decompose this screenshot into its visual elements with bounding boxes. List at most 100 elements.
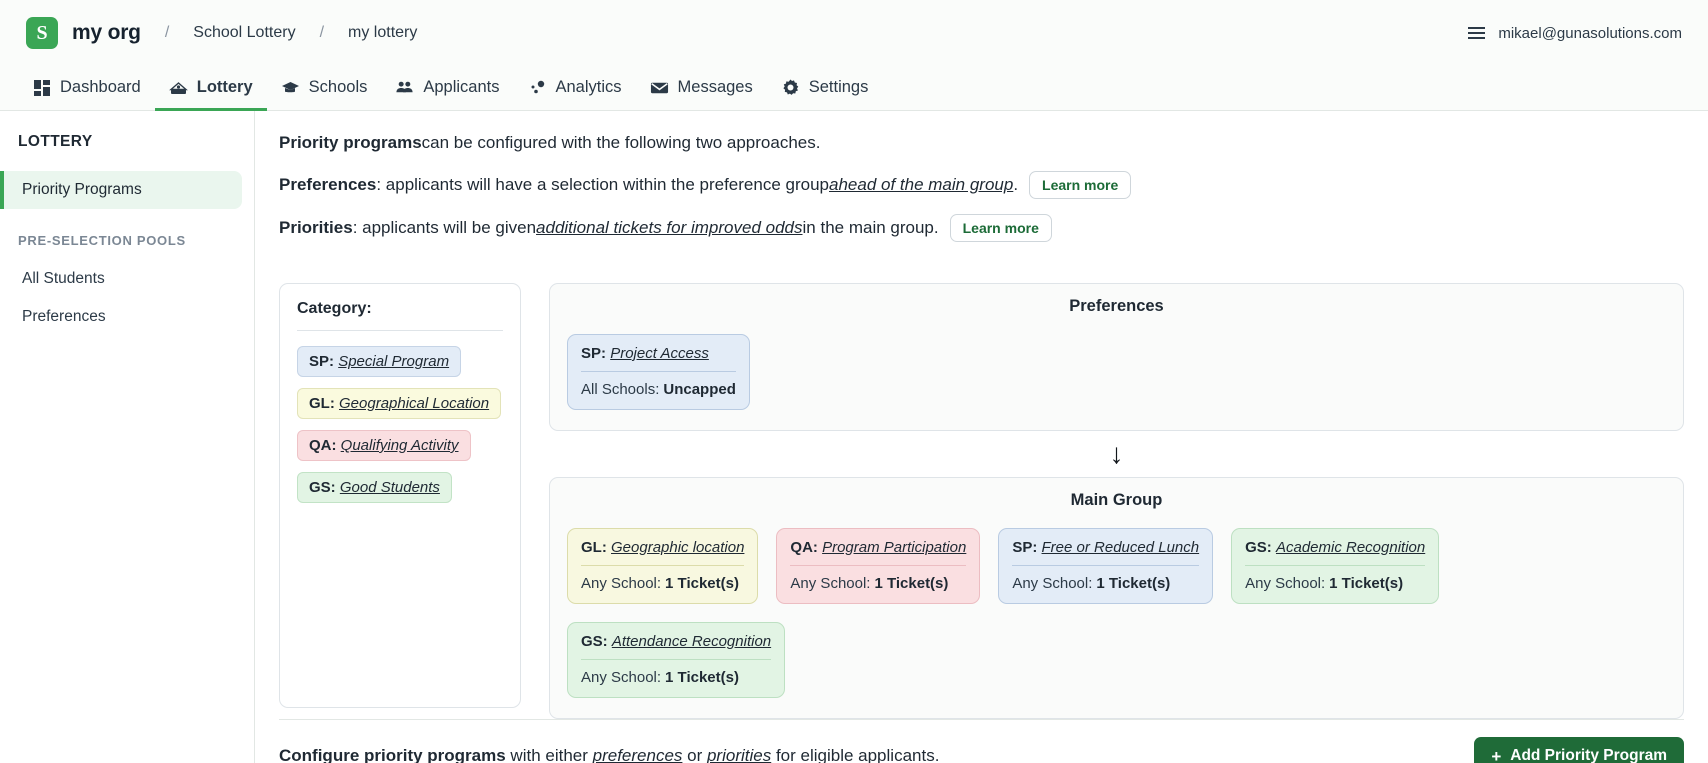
program-card-project-access[interactable]: SP: Project Access All Schools:Uncapped [567,334,750,410]
program-card-head: GL: Geographic location [581,539,744,556]
program-card-foot: Any School:1 Ticket(s) [581,669,771,686]
group-flow-column: Preferences SP: Project Access All Schoo… [549,283,1684,719]
brand-breadcrumb: S my org / School Lottery / my lottery [26,17,417,49]
sidebar-subtitle-pools: PRE-SELECTION POOLS [18,233,186,248]
footer-divider [279,719,1684,720]
footer-end: for eligible applicants. [771,746,940,763]
program-card-code: GL: [581,539,607,556]
nav-item-messages[interactable]: Messages [636,67,767,111]
nav-item-applicants[interactable]: Applicants [381,67,513,111]
footer-bold: Configure priority programs [279,746,506,763]
program-card-code: QA: [790,539,818,556]
nav-label-settings: Settings [808,78,869,96]
category-legend-panel: Category: SP: Special Program GL: Geogra… [279,283,521,708]
program-card-scope-label: Any School: [1012,575,1093,592]
intro-line-1-bold: Priority programs [279,133,422,152]
priority-diagram: Category: SP: Special Program GL: Geogra… [279,283,1684,719]
flow-arrow-row: ↓ [549,431,1684,477]
category-legend-title: Category: [297,300,372,317]
nav-item-settings[interactable]: Settings [767,67,883,111]
program-card-name: Geographic location [611,539,745,556]
program-card-geographic-location[interactable]: GL: Geographic location Any School:1 Tic… [567,528,759,604]
page-body: LOTTERY Priority Programs PRE-SELECTION … [0,111,1708,763]
breadcrumb-school-lottery[interactable]: School Lottery [193,24,296,41]
program-card-head: GS: Attendance Recognition [581,633,771,650]
add-priority-program-button[interactable]: + Add Priority Program [1474,737,1684,763]
category-chip-gl[interactable]: GL: Geographical Location [297,388,502,419]
intro-preferences-end: . [1013,175,1019,194]
category-chip-qa-code: QA: [309,437,337,454]
intro-priorities-emphasis: additional tickets for improved odds [536,218,803,237]
program-card-head: SP: Free or Reduced Lunch [1012,539,1199,556]
intro-line-preferences: Preferences: applicants will have a sele… [279,171,1684,199]
category-chip-qa[interactable]: QA: Qualifying Activity [297,430,471,461]
nav-label-analytics: Analytics [555,78,622,96]
program-card-scope-value: Uncapped [663,381,736,398]
sidebar-title: LOTTERY [18,133,93,150]
program-card-name: Program Participation [822,539,967,556]
program-card-free-or-reduced-lunch[interactable]: SP: Free or Reduced Lunch Any School:1 T… [998,528,1214,604]
program-card-academic-recognition[interactable]: GS: Academic Recognition Any School:1 Ti… [1231,528,1440,604]
program-card-attendance-recognition[interactable]: GS: Attendance Recognition Any School:1 … [567,622,786,698]
sidebar-item-all-students[interactable]: All Students [0,260,242,298]
breadcrumb-my-lottery[interactable]: my lottery [348,24,418,41]
category-chip-gs-code: GS: [309,479,336,496]
intro-line-1-rest: can be configured with the following two… [421,133,821,152]
program-card-head: QA: Program Participation [790,539,966,556]
down-arrow-icon: ↓ [1109,438,1124,469]
preferences-group-cards: SP: Project Access All Schools:Uncapped [567,334,1666,410]
footer-description: Configure priority programs with either … [279,746,939,763]
main-group-box: Main Group GL: Geographic location Any S… [549,477,1684,719]
org-name[interactable]: my org [72,21,141,44]
people-icon [395,78,414,97]
program-card-rule [581,565,745,566]
program-card-rule [581,659,772,660]
category-chip-gs[interactable]: GS: Good Students [297,472,452,503]
nav-item-analytics[interactable]: Analytics [514,67,636,111]
program-card-code: SP: [1012,539,1038,556]
intro-preferences-bold: Preferences [279,175,377,194]
learn-more-preferences-button[interactable]: Learn more [1029,171,1132,199]
program-card-name: Academic Recognition [1275,539,1426,556]
dashboard-grid-icon [32,78,51,97]
footer-emphasis-preferences: preferences [592,746,683,763]
sidebar-label-preferences: Preferences [22,308,106,325]
program-card-code: GS: [1245,539,1272,556]
sidebar-label-priority-programs: Priority Programs [22,181,142,198]
program-card-code: GS: [581,633,608,650]
user-email-label[interactable]: mikael@gunasolutions.com [1498,24,1682,42]
program-card-rule [581,371,736,372]
main-navigation: Dashboard Lottery Schools Applicants Ana… [0,66,1708,111]
nav-label-dashboard: Dashboard [60,78,141,96]
app-logo-icon[interactable]: S [26,17,58,49]
category-chip-sp[interactable]: SP: Special Program [297,346,462,377]
program-card-scope-label: Any School: [790,575,871,592]
program-card-rule [790,565,967,566]
preferences-group-box: Preferences SP: Project Access All Schoo… [549,283,1684,431]
category-chip-sp-name: Special Program [338,353,450,370]
program-card-name: Project Access [610,345,709,362]
program-card-foot: Any School:1 Ticket(s) [1012,575,1199,592]
learn-more-priorities-button[interactable]: Learn more [949,214,1052,242]
intro-preferences-emphasis: ahead of the main group [829,175,1014,194]
intro-priorities-bold: Priorities [279,218,353,237]
nav-label-messages: Messages [677,78,753,96]
sidebar-item-preferences[interactable]: Preferences [0,298,242,336]
nav-item-schools[interactable]: Schools [267,67,382,111]
main-content: Priority programs can be configured with… [255,111,1708,763]
program-card-scope-value: 1 Ticket(s) [1329,575,1404,592]
nav-item-dashboard[interactable]: Dashboard [18,67,155,111]
sidebar-item-priority-programs[interactable]: Priority Programs [0,171,242,209]
program-card-rule [1012,565,1200,566]
top-header-bar: S my org / School Lottery / my lottery m… [0,0,1708,66]
category-chip-sp-code: SP: [309,353,335,370]
hamburger-menu-icon[interactable] [1468,27,1486,39]
program-card-scope-value: 1 Ticket(s) [874,575,949,592]
program-card-program-participation[interactable]: QA: Program Participation Any School:1 T… [776,528,981,604]
footer-mid2: or [682,746,707,763]
program-card-scope-value: 1 Ticket(s) [665,669,739,686]
nav-item-lottery[interactable]: Lottery [154,67,267,111]
program-card-head: SP: Project Access [581,345,736,362]
program-card-foot: Any School:1 Ticket(s) [1245,575,1425,592]
breadcrumb-separator-2: / [319,24,325,41]
